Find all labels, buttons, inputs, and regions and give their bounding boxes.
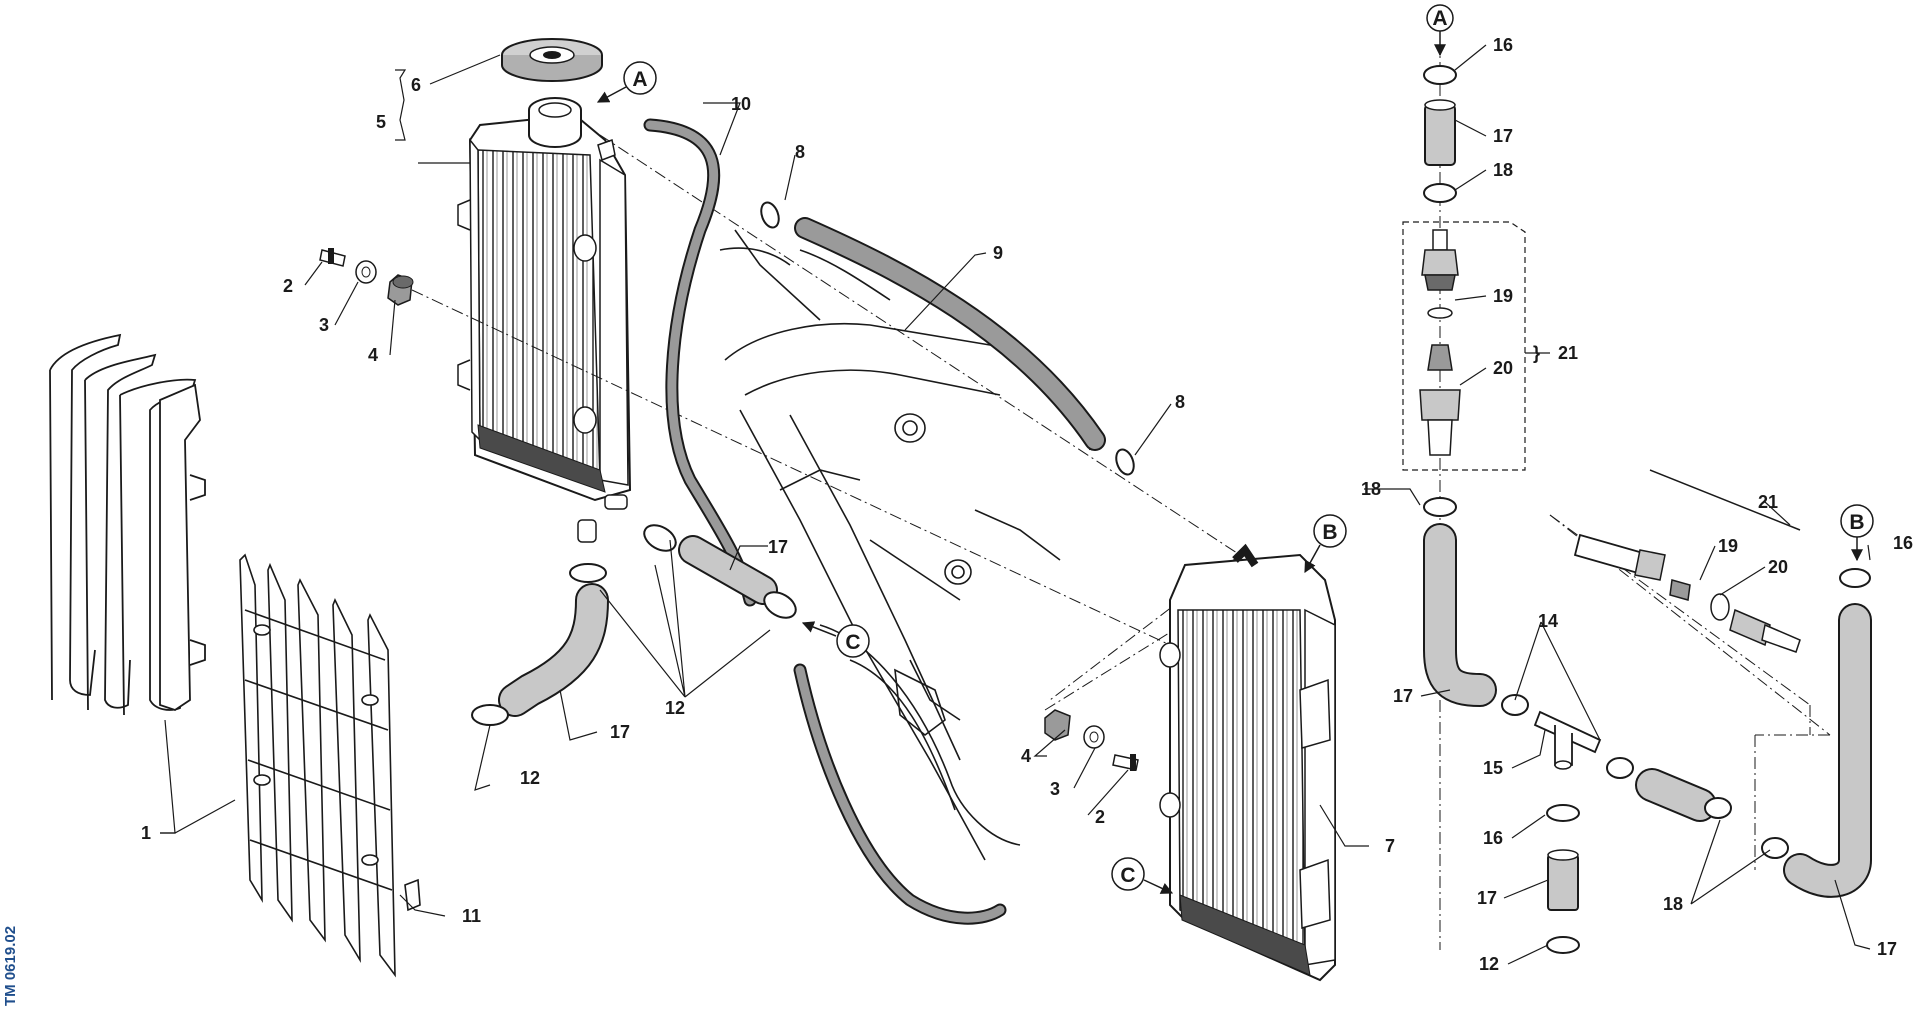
left-mounting-hardware xyxy=(319,248,414,306)
callout-17-left: 17 xyxy=(610,722,630,742)
callout-12-left: 12 xyxy=(520,768,540,788)
connector-C-hose: C xyxy=(801,621,870,658)
connecting-hose-9 xyxy=(794,217,1106,451)
callout-17-hose: 17 xyxy=(768,537,788,557)
callout-17-top: 17 xyxy=(1493,126,1513,146)
left-radiator xyxy=(457,113,632,543)
callout-4-right: 4 xyxy=(1021,746,1031,766)
callout-17-mid: 17 xyxy=(1393,686,1413,706)
callout-2-right: 2 xyxy=(1095,807,1105,827)
svg-text:B: B xyxy=(1849,511,1864,534)
leader-lines xyxy=(160,44,1871,965)
right-outlet-hose xyxy=(1783,568,1872,898)
radiator-guard xyxy=(239,553,421,978)
callout-12-right: 12 xyxy=(1479,954,1499,974)
callout-1: 1 xyxy=(141,823,151,843)
callout-3-right: 3 xyxy=(1050,779,1060,799)
callout-16-top: 16 xyxy=(1493,35,1513,55)
callout-15: 15 xyxy=(1483,758,1503,778)
callout-21-vertical: 21 xyxy=(1558,343,1578,363)
thermostat-assembly-horizontal xyxy=(1573,469,1801,653)
callout-11: 11 xyxy=(462,906,481,926)
callout-7: 7 xyxy=(1385,836,1395,856)
callout-12-center: 12 xyxy=(665,698,685,718)
t-piece-junction xyxy=(1533,710,1789,954)
callout-8-top: 8 xyxy=(795,142,805,162)
callout-17-bottom: 17 xyxy=(1477,888,1497,908)
svg-text:B: B xyxy=(1322,521,1337,544)
right-radiator xyxy=(1159,543,1336,982)
connector-C-radiator: C xyxy=(1111,857,1174,894)
svg-text:C: C xyxy=(1120,864,1135,887)
callout-8-mid: 8 xyxy=(1175,392,1185,412)
callout-labels: 1 2 2 3 3 4 4 5 6 7 8 8 9 10 11 12 12 12… xyxy=(141,35,1913,974)
radiator-louver-cover xyxy=(49,333,206,716)
drawing-reference-code: TM 0619.02 xyxy=(2,925,19,1006)
callout-16-mid: 16 xyxy=(1483,828,1503,848)
callout-21-horizontal: 21 xyxy=(1758,492,1778,512)
callout-18-mid: 18 xyxy=(1361,479,1381,499)
callout-17-right: 17 xyxy=(1877,939,1897,959)
callout-10: 10 xyxy=(731,94,751,114)
callout-14: 14 xyxy=(1538,611,1558,631)
right-mounting-hardware xyxy=(1044,709,1139,771)
callout-19-vertical: 19 xyxy=(1493,286,1513,306)
callout-20-vertical: 20 xyxy=(1493,358,1513,378)
connector-B-radiator: B xyxy=(1304,514,1347,574)
callout-6: 6 xyxy=(411,75,421,95)
connector-A-top: A xyxy=(1426,4,1454,57)
callout-19-horizontal: 19 xyxy=(1718,536,1738,556)
connector-A-tank: A xyxy=(596,61,657,103)
svg-text:A: A xyxy=(1432,7,1447,30)
callout-5: 5 xyxy=(376,112,386,132)
connector-B-right: B xyxy=(1840,504,1874,562)
callout-18-top: 18 xyxy=(1493,160,1513,180)
callout-9: 9 xyxy=(993,243,1003,263)
radiator-cap xyxy=(429,38,603,148)
thermostat-assembly-vertical xyxy=(1402,65,1529,716)
svg-text:A: A xyxy=(632,68,647,91)
callout-18-bottom: 18 xyxy=(1663,894,1683,914)
svg-text:C: C xyxy=(845,631,860,654)
callout-3-left: 3 xyxy=(319,315,329,335)
callout-2-left: 2 xyxy=(283,276,293,296)
callout-4-left: 4 xyxy=(368,345,378,365)
left-lower-hoses xyxy=(471,524,797,726)
callout-20-horizontal: 20 xyxy=(1768,557,1788,577)
svg-text:}: } xyxy=(1533,343,1540,363)
hose-clamps-8 xyxy=(760,201,1135,476)
callout-16-right: 16 xyxy=(1893,533,1913,553)
